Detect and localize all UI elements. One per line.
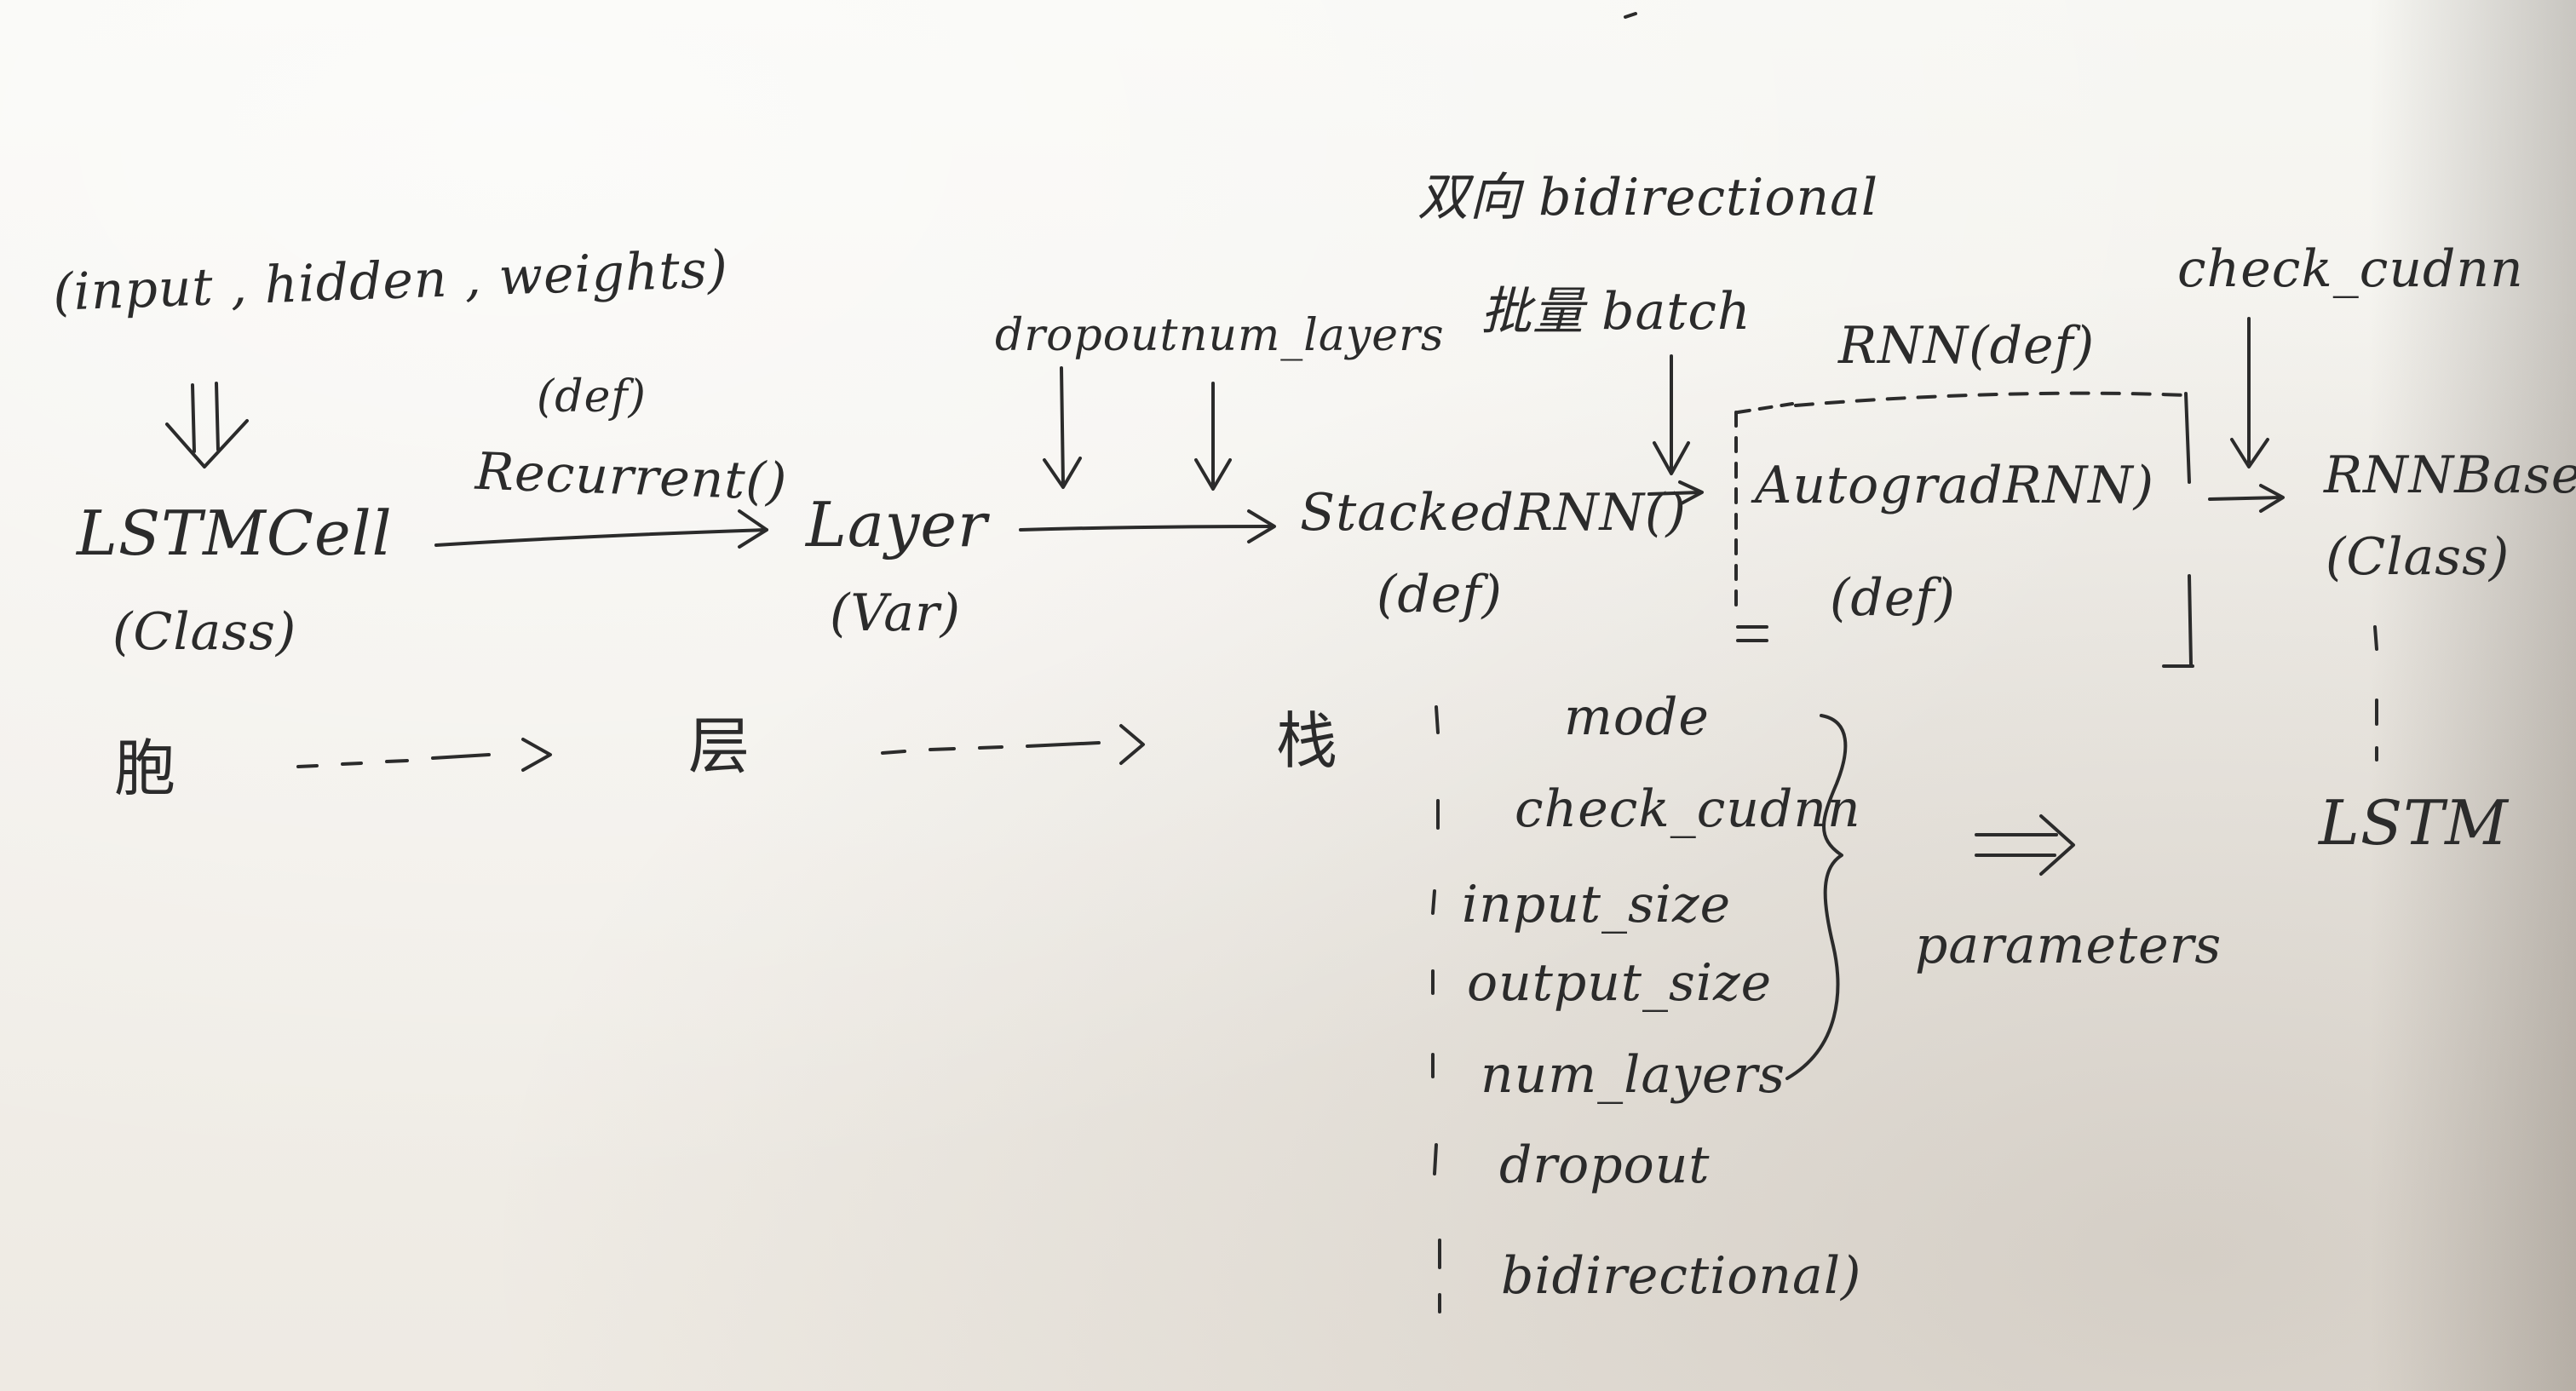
arrow-stacked-to-autograd: [1647, 480, 1704, 506]
dashed-arrow-layer-to-stack: [881, 724, 1145, 765]
arrow-layer-to-stacked: [1019, 509, 1276, 543]
rnnbase-name: RNNBase: [2324, 445, 2576, 505]
rnn-group-label: RNN(def): [1838, 316, 2096, 376]
lstm-name: LSTM: [2319, 787, 2509, 859]
batch-label: 批量 batch: [1481, 282, 1751, 342]
arrow-checkcudnn-down: [2230, 317, 2269, 468]
check-cudnn-label: check_cudnn: [2177, 239, 2524, 299]
layer-name: Layer: [806, 489, 988, 560]
params-left-dashes: [1431, 705, 1441, 1313]
num-layers-label: num_layers: [1179, 310, 1445, 361]
param-input-size: input_size: [1462, 875, 1732, 934]
dashed-arrow-cell-to-layer: [296, 738, 552, 772]
param-num-layers: num_layers: [1481, 1045, 1786, 1105]
cell-char: 胞: [114, 733, 177, 804]
dashed-rnnbase-to-lstm: [2373, 625, 2378, 762]
bidirectional-label: 双向 bidirectional: [1417, 168, 1879, 227]
autograd-rnn-kind: (def): [1830, 568, 1956, 628]
params-brace: [1785, 714, 1848, 1080]
lstmcell-name: LSTMCell: [77, 497, 393, 569]
arrow-autograd-to-rnnbase: [2208, 484, 2285, 513]
dropout-label: dropout: [995, 310, 1179, 361]
arrow-numlayers-down: [1194, 382, 1232, 491]
recurrent-kind: (def): [537, 371, 647, 422]
parameters-label: parameters: [1915, 916, 2222, 975]
rnnbase-kind: (Class): [2326, 527, 2510, 587]
param-output-size: output_size: [1467, 953, 1773, 1013]
recurrent-name: Recurrent(): [474, 441, 789, 513]
layer-kind: (Var): [830, 583, 962, 643]
param-bidirectional: bidirectional): [1501, 1246, 1862, 1306]
arrow-recurrent: [434, 509, 768, 549]
double-down-arrow: [165, 382, 249, 468]
stack-char: 栈: [1276, 705, 1339, 777]
param-dropout: dropout: [1499, 1135, 1711, 1195]
arrow-dropout-down: [1043, 366, 1082, 489]
autograd-rnn-name: AutogradRNN): [1755, 456, 2155, 515]
param-check-cudnn: check_cudnn: [1515, 779, 1861, 839]
rnn-group-bracket: [1734, 391, 2194, 668]
double-arrow-parameters: [1975, 814, 2075, 876]
stacked-rnn-name: StackedRNN(): [1300, 483, 1687, 543]
top-mark: [1624, 12, 1637, 19]
lstmcell-kind: (Class): [112, 602, 297, 662]
arrow-batch-down: [1653, 354, 1690, 475]
stacked-rnn-kind: (def): [1377, 565, 1503, 624]
layer-char: 层: [688, 710, 751, 782]
param-mode: mode: [1564, 687, 1710, 747]
